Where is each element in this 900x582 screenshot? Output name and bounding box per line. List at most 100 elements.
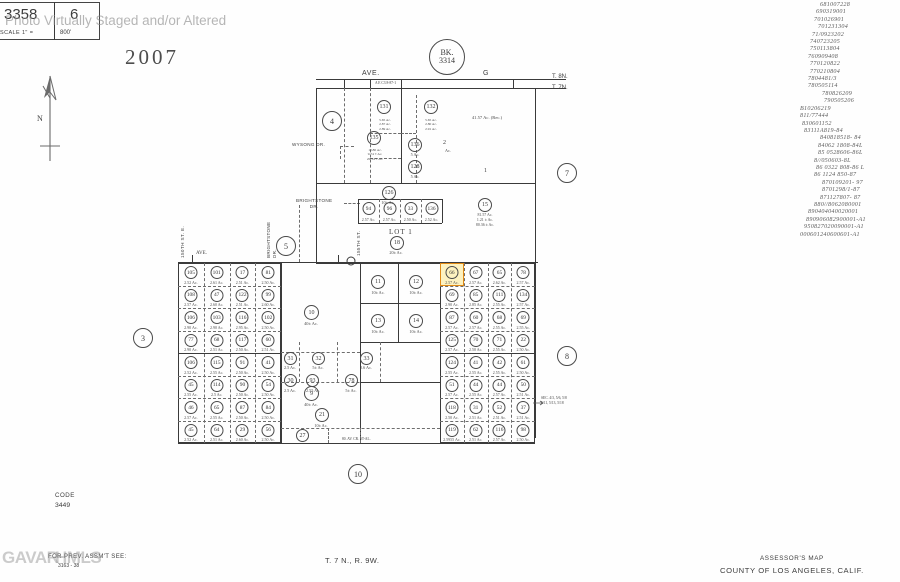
handwritten-note: 83111A819-84 xyxy=(804,127,843,134)
left-parcel-grid-row-divider xyxy=(178,330,282,332)
parcel-cell-69-number: 69 xyxy=(445,288,459,302)
handwritten-note: 701231304 xyxy=(818,24,849,31)
lot-cell-33-acreage: 2.50 Ac. xyxy=(403,217,418,222)
lot-cell-33[interactable]: 33 2.50 Ac. xyxy=(400,199,421,223)
lot-cell-94-acreage: 2.57 Ac. xyxy=(361,217,376,222)
parcel-cell-70-acreage: 2.50 Ac. xyxy=(468,347,483,352)
parcel-cell-115-acreage: 2.55 Ac. xyxy=(209,369,224,375)
lot-cell-94[interactable]: 94 2.57 Ac. xyxy=(358,199,379,223)
lot-cell-96[interactable]: 96 2.57 Ac. xyxy=(379,199,400,223)
parcel-128-acreage: 5 Ac. xyxy=(410,174,420,179)
parcel-18-label: 18 xyxy=(394,240,400,246)
parcel-cell-124-acreage: 2.55 Ac. xyxy=(445,369,459,375)
handwritten-note: 770120822 xyxy=(810,61,841,68)
parcel-cell-45-number: 45 xyxy=(184,378,198,392)
parcel-cell-60-acreage: 2.57 Ac. xyxy=(468,324,483,330)
parcel-cell-117-acreage: 2.50 Ac. xyxy=(235,347,250,352)
parcel-cell-114-number: 114 xyxy=(210,378,224,392)
right-parcel-grid-row-divider xyxy=(440,398,536,399)
parcel-cell-41-acreage: 2.50 Ac. xyxy=(261,369,276,375)
handwritten-note: 750113804 xyxy=(810,46,840,53)
parcel-11-label: 11 xyxy=(375,279,381,285)
upper-dash-h2 xyxy=(370,158,401,159)
parcel-cell-122-number: 122 xyxy=(235,288,249,302)
edge-circle-8: 8 xyxy=(557,346,577,366)
parcel-cell-134-acreage: 2.57 Ac. xyxy=(516,302,531,307)
survey-node-icon xyxy=(346,256,356,266)
virtual-staging-watermark: Photo Virtually Staged and/or Altered xyxy=(5,13,227,28)
parcel-cell-62-acreage: 2.51 Ac. xyxy=(468,437,483,442)
avenue-bearing-note: A E C3 8-87-1 xyxy=(375,81,397,85)
parcel-78-acreage: 5± Ac. xyxy=(345,388,357,393)
lot-cell-136[interactable]: 136 2.52 Ac. xyxy=(421,199,442,223)
left-parcel-grid-row-divider xyxy=(178,375,282,377)
brightstone-row-d2 xyxy=(400,199,401,223)
